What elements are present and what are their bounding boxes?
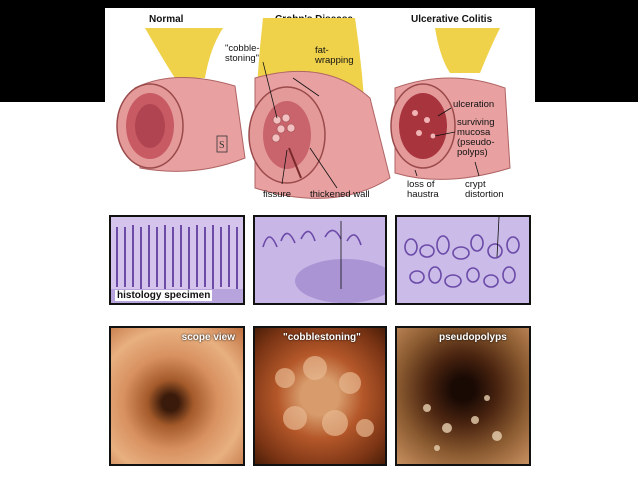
title-normal: Normal xyxy=(149,14,184,25)
s-logo xyxy=(216,135,228,153)
uc-intestine xyxy=(390,28,511,180)
label-crypt-distortion: crypt distortion xyxy=(465,179,504,200)
histology-crohns xyxy=(253,215,387,305)
normal-intestine: S xyxy=(116,28,246,172)
label-thickened-wall: thickened wall xyxy=(310,189,370,200)
crohns-intestine xyxy=(248,18,391,199)
scope-view-caption: scope view xyxy=(181,332,235,343)
scope-uc: pseudopolyps xyxy=(395,326,531,466)
label-loss-of-haustra: loss of haustra xyxy=(407,179,439,200)
label-fissure: fissure xyxy=(263,189,291,200)
cobblestoning-caption: "cobblestoning" xyxy=(283,332,361,343)
label-surviving-mucosa: surviving mucosa (pseudo- polyps) xyxy=(457,117,495,158)
label-fat-wrapping: fat- wrapping xyxy=(315,45,354,66)
title-uc: Ulcerative Colitis xyxy=(411,14,493,25)
scope-normal: scope view xyxy=(109,326,245,466)
label-cobblestoning: "cobble- stoning" xyxy=(225,43,260,64)
scope-crohns: "cobblestoning" xyxy=(253,326,387,466)
normal-fat xyxy=(145,28,223,78)
histology-specimen-caption: histology specimen xyxy=(115,290,213,301)
svg-text:S: S xyxy=(219,140,225,151)
intestine-illustration: S xyxy=(116,18,511,199)
pseudopolyps-caption: pseudopolyps xyxy=(439,332,507,343)
histology-uc xyxy=(395,215,531,305)
diagram-panel: Normal Crohn's Disease Ulcerative Coliti… xyxy=(105,8,535,470)
histology-normal: histology specimen xyxy=(109,215,245,305)
label-ulceration: ulceration xyxy=(453,99,495,110)
